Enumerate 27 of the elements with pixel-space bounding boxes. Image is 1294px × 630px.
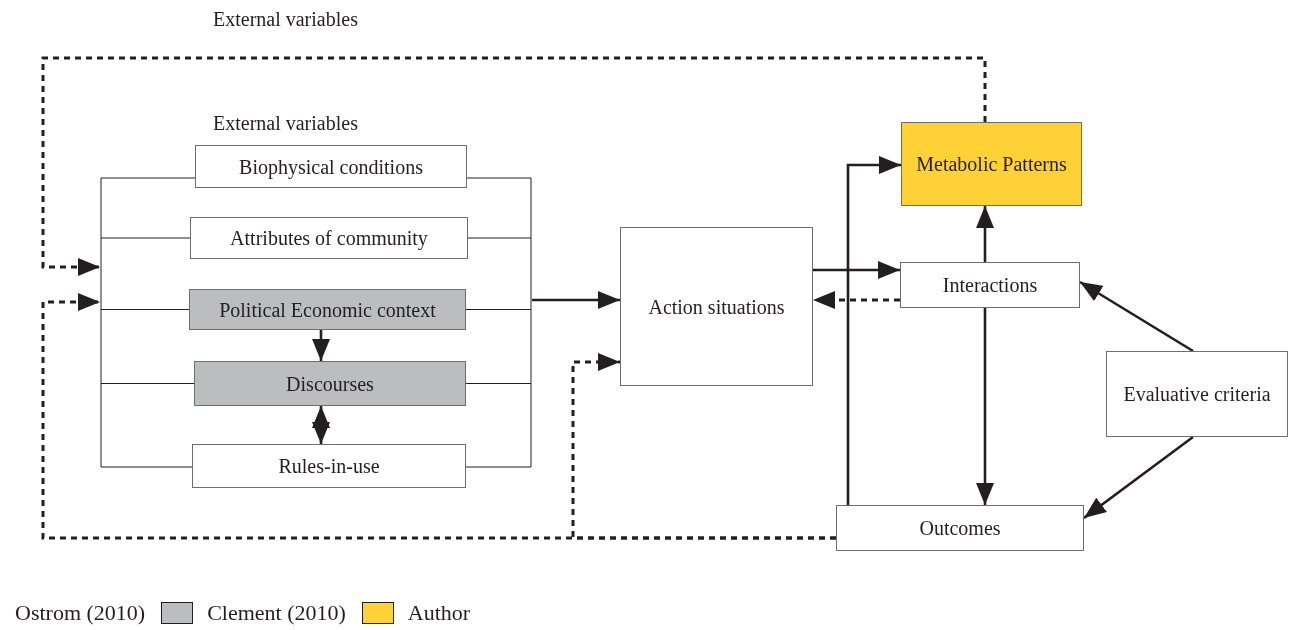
process-box: Rules-in-use (192, 444, 466, 488)
arrow (976, 308, 994, 505)
arrow (813, 291, 900, 309)
arrow (1079, 280, 1194, 353)
process-box: Metabolic Patterns (901, 122, 1082, 206)
process-box: Interactions (900, 262, 1080, 308)
process-box: Political Economic context (189, 289, 466, 330)
arrow (1083, 435, 1194, 520)
arrow (976, 206, 994, 262)
legend-text: Author (407, 600, 471, 626)
diagram-label: External variables (213, 8, 358, 31)
process-box: Outcomes (836, 505, 1084, 551)
group-heading: External variables (213, 112, 358, 135)
legend-text: Ostrom (2010) (15, 600, 146, 626)
process-box: Attributes of community (190, 217, 468, 259)
arrow (571, 353, 836, 540)
arrow (41, 56, 987, 276)
arrow (846, 156, 901, 505)
arrow (532, 291, 620, 309)
process-box: Discourses (194, 361, 466, 406)
process-box: Evaluative criteria (1106, 351, 1288, 437)
arrow (312, 406, 330, 444)
arrow (312, 330, 330, 361)
legend-text: Clement (2010) (207, 600, 346, 626)
process-box: Biophysical conditions (195, 145, 467, 188)
process-box: Action situations (620, 227, 813, 386)
arrow (813, 261, 900, 279)
